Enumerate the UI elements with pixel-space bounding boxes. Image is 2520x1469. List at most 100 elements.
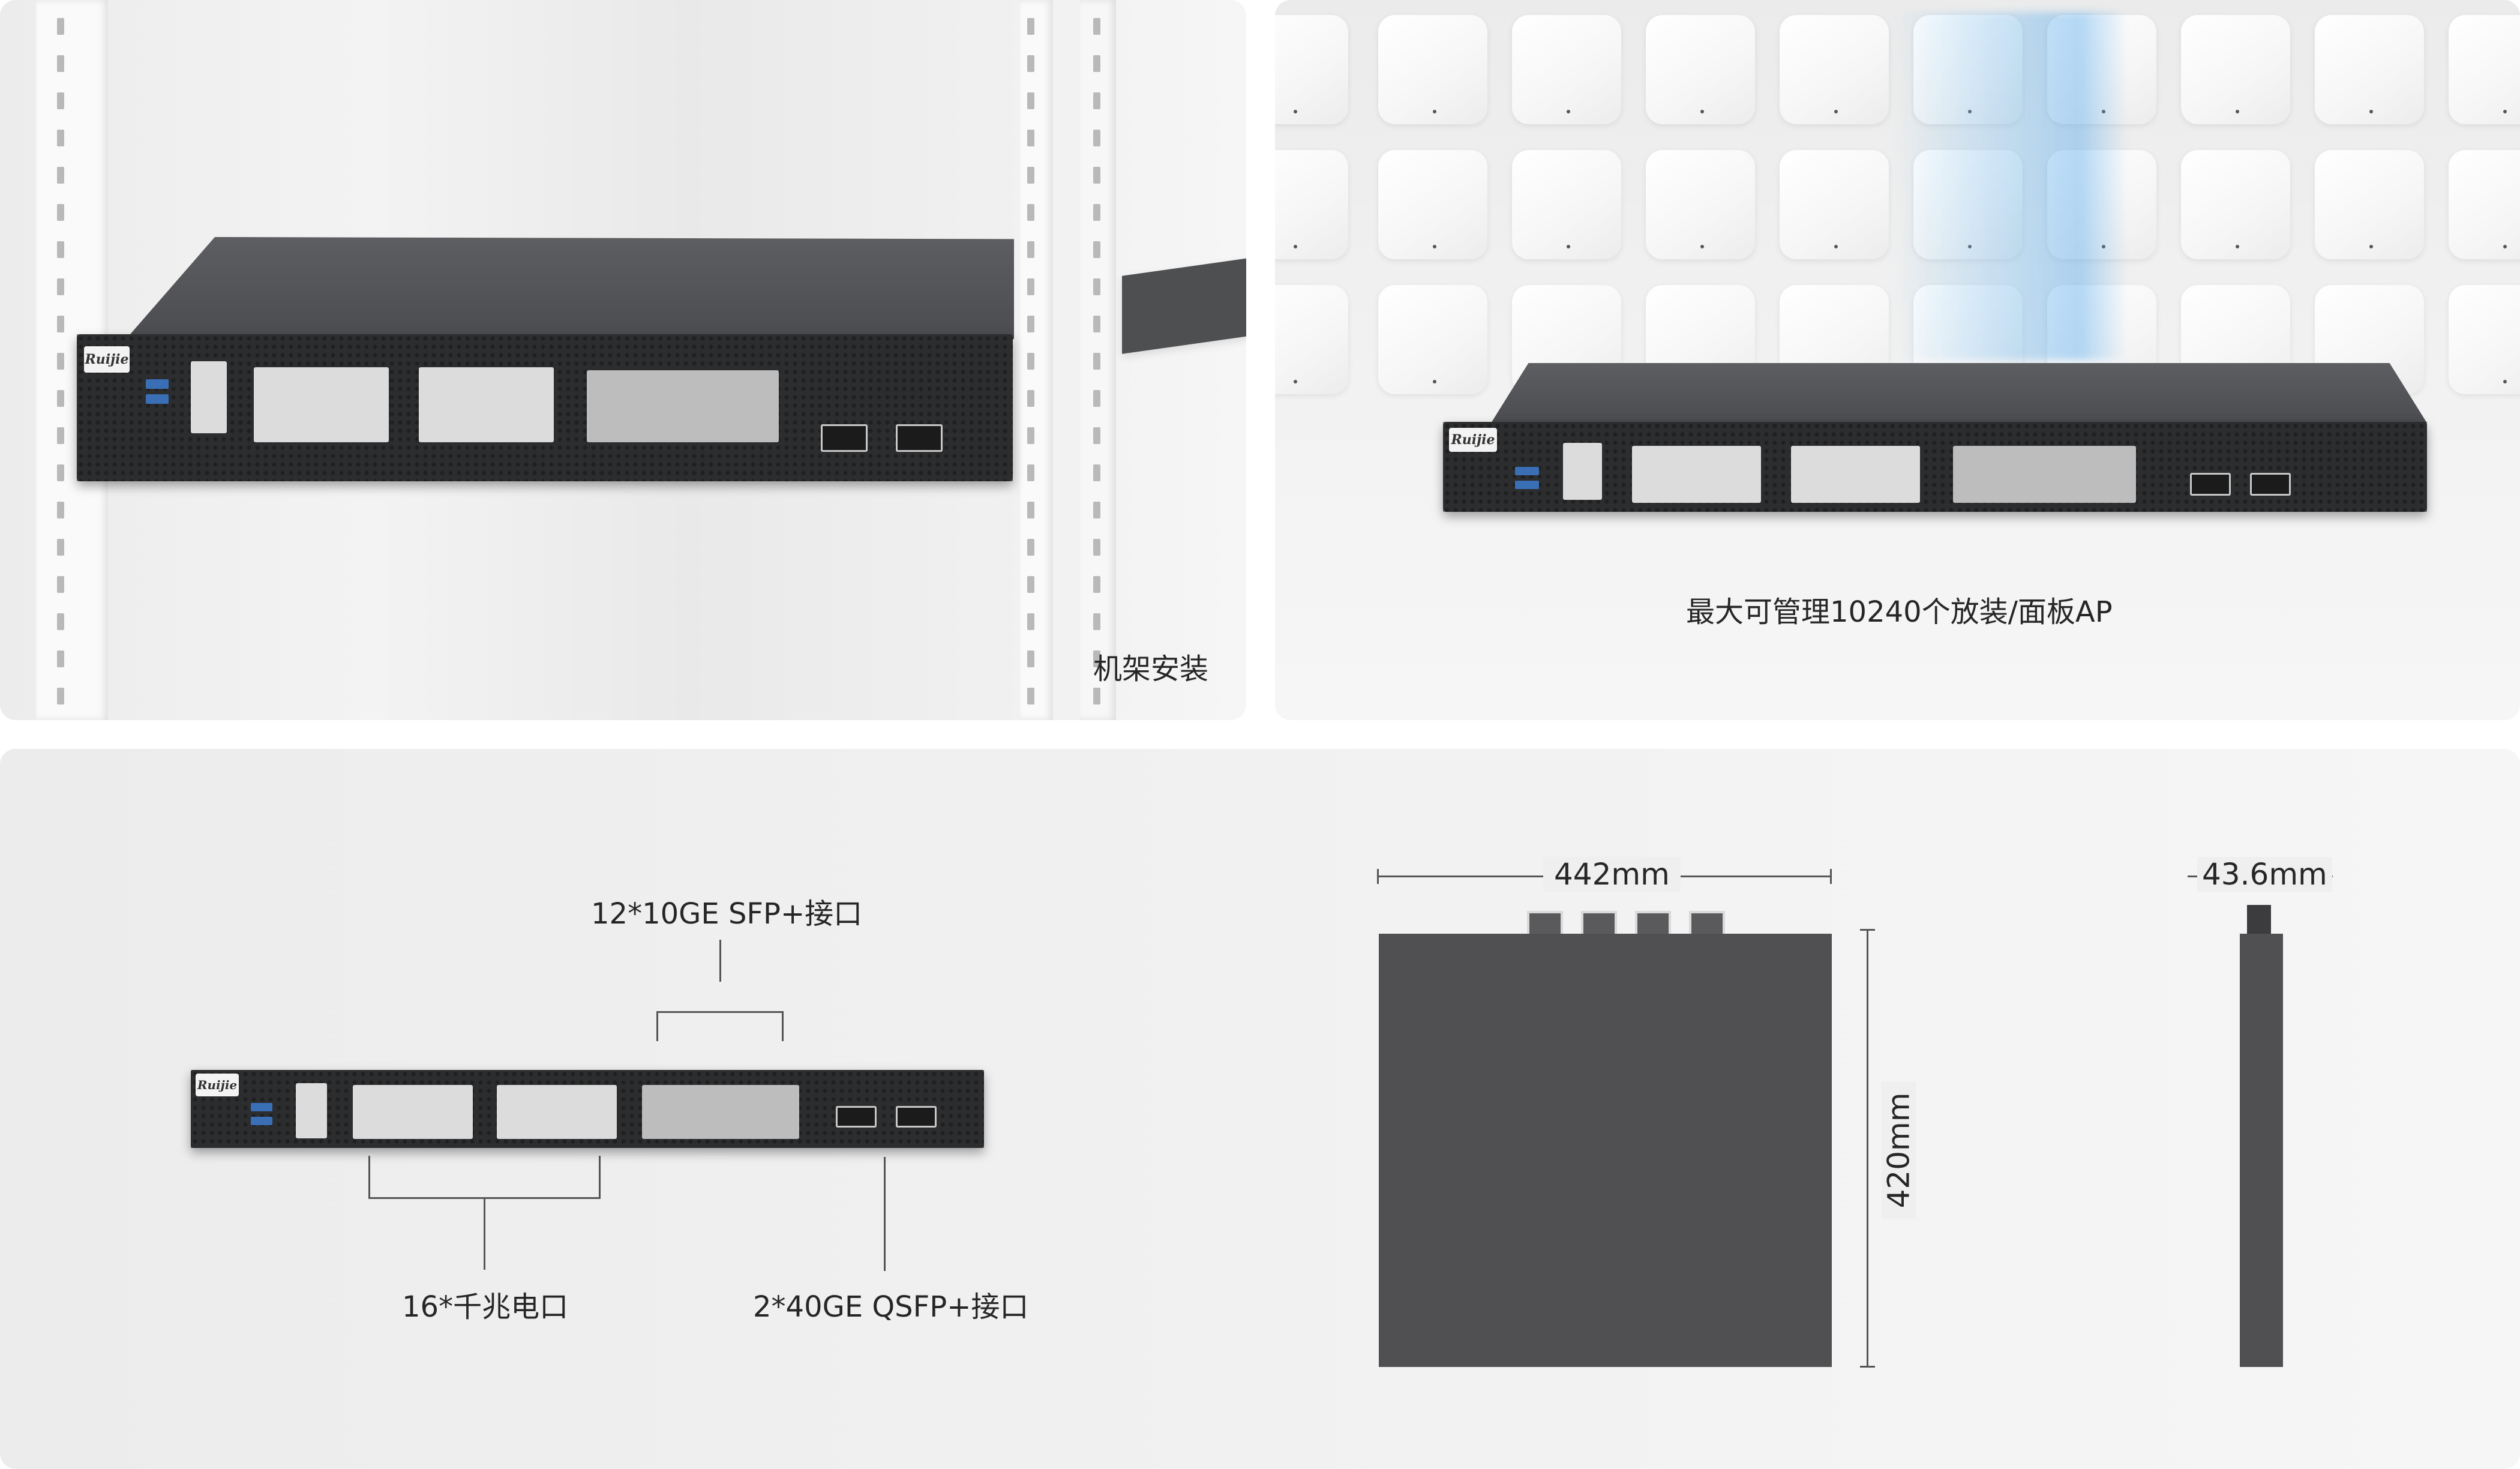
rail-hole	[1093, 539, 1100, 556]
height-dimension-label: 43.6mm	[2197, 857, 2332, 892]
rail-hole	[57, 18, 64, 35]
rail-hole	[1093, 650, 1100, 667]
rail-hole	[57, 539, 64, 556]
qsfp-port-1	[836, 1106, 877, 1128]
rail-hole	[1027, 278, 1034, 295]
qsfp-port-1	[2190, 473, 2231, 496]
depth-dimension-label: 420mm	[1881, 1081, 1916, 1219]
rail-hole	[57, 427, 64, 444]
access-point-icon	[2449, 285, 2520, 394]
rail-hole	[57, 130, 64, 146]
width-dimension-label: 442mm	[1543, 857, 1681, 892]
rail-hole	[57, 316, 64, 332]
rail-hole	[1093, 427, 1100, 444]
sfp-ports-group	[587, 370, 779, 442]
rail-hole	[1027, 390, 1034, 407]
gigabit-ports-group-2	[1791, 446, 1920, 503]
rail-hole	[1093, 390, 1100, 407]
qsfp-ports-label: 2*40GE QSFP+接口	[753, 1290, 1029, 1324]
qsfp-port-2	[2250, 473, 2291, 496]
callout-line	[599, 1156, 601, 1198]
gigabit-ports-label: 16*千兆电口	[402, 1290, 569, 1324]
ap-management-panel: Ruijie 最大可管理10240个放装/面板AP	[1275, 0, 2520, 720]
depth-dimension-tick	[1860, 1366, 1875, 1368]
sfp-ports-group	[1953, 446, 2136, 503]
rail-hole	[1093, 130, 1100, 146]
access-point-icon	[2181, 15, 2290, 124]
rail-hole	[1093, 55, 1100, 72]
rail-hole	[57, 688, 64, 704]
sfp-ports-group	[642, 1085, 799, 1139]
rail-hole	[1093, 353, 1100, 370]
depth-dimension-tick	[1860, 929, 1875, 931]
rail-hole	[1027, 613, 1034, 630]
callout-line	[782, 1011, 784, 1041]
ap-capacity-caption: 最大可管理10240个放装/面板AP	[1686, 595, 2113, 629]
rail-hole	[1093, 92, 1100, 109]
access-point-icon	[2047, 150, 2156, 259]
rail-hole	[1027, 650, 1034, 667]
rail-hole	[57, 353, 64, 370]
access-point-icon	[2047, 15, 2156, 124]
width-dimension-tick	[1830, 869, 1832, 884]
usb-port-1	[251, 1103, 272, 1111]
access-point-icon	[1275, 150, 1348, 259]
switch-top-surface	[1491, 363, 2427, 423]
rail-hole	[1093, 688, 1100, 704]
access-point-icon	[1378, 150, 1487, 259]
side-view-knob	[2247, 905, 2271, 935]
access-point-icon	[1275, 15, 1348, 124]
rail-hole	[57, 241, 64, 258]
callout-line	[368, 1156, 370, 1198]
width-dimension-tick	[1377, 869, 1379, 884]
rail-hole	[1027, 241, 1034, 258]
rail-hole	[1027, 316, 1034, 332]
rack-mount-caption: 机架安装	[1093, 652, 1209, 686]
rack-rail-right	[1020, 0, 1053, 720]
front-view-switch: Ruijie	[191, 1070, 984, 1148]
access-point-icon	[1378, 15, 1487, 124]
access-point-icon	[1913, 150, 2023, 259]
rail-hole	[1027, 576, 1034, 593]
access-point-icon	[1275, 285, 1348, 394]
rail-hole	[1093, 167, 1100, 184]
rail-hole	[1093, 204, 1100, 221]
usb-port-2	[146, 394, 169, 404]
rail-hole	[1027, 502, 1034, 518]
qsfp-port-2	[896, 1106, 937, 1128]
rail-hole	[1093, 18, 1100, 35]
rail-hole	[1093, 316, 1100, 332]
rail-hole	[1093, 278, 1100, 295]
slide-rail	[1122, 258, 1246, 354]
access-point-icon	[1913, 15, 2023, 124]
rail-hole	[1027, 427, 1034, 444]
access-point-icon	[1646, 15, 1755, 124]
switch-top-surface	[126, 237, 1014, 339]
top-view-chassis	[1379, 934, 1832, 1367]
brand-logo: Ruijie	[84, 346, 130, 373]
gigabit-ports-group-1	[353, 1085, 473, 1139]
depth-dimension-line	[1867, 929, 1868, 1367]
mgmt-ports	[296, 1083, 327, 1138]
brand-logo: Ruijie	[196, 1074, 239, 1096]
mgmt-ports	[191, 361, 227, 433]
rail-hole	[57, 650, 64, 667]
gigabit-ports-group-1	[254, 367, 389, 442]
mgmt-ports	[1563, 443, 1602, 500]
rail-hole	[1093, 502, 1100, 518]
access-point-icon	[1646, 150, 1755, 259]
gigabit-ports-group-1	[1632, 446, 1761, 503]
rail-hole	[1027, 688, 1034, 704]
qsfp-port-2	[896, 424, 943, 452]
usb-port-1	[1515, 467, 1539, 475]
rail-hole	[1093, 241, 1100, 258]
rail-hole	[1093, 613, 1100, 630]
rail-hole	[1093, 576, 1100, 593]
rack-switch-front: Ruijie	[77, 334, 1013, 481]
vent-grille	[1443, 422, 2427, 512]
dimensions-panel: Ruijie 12*10GE SFP+接口 16*千兆电口 2*40GE QSF…	[0, 749, 2520, 1469]
callout-line	[719, 940, 721, 982]
access-point-icon	[1512, 150, 1621, 259]
usb-port-2	[1515, 481, 1539, 489]
qsfp-port-1	[821, 424, 868, 452]
